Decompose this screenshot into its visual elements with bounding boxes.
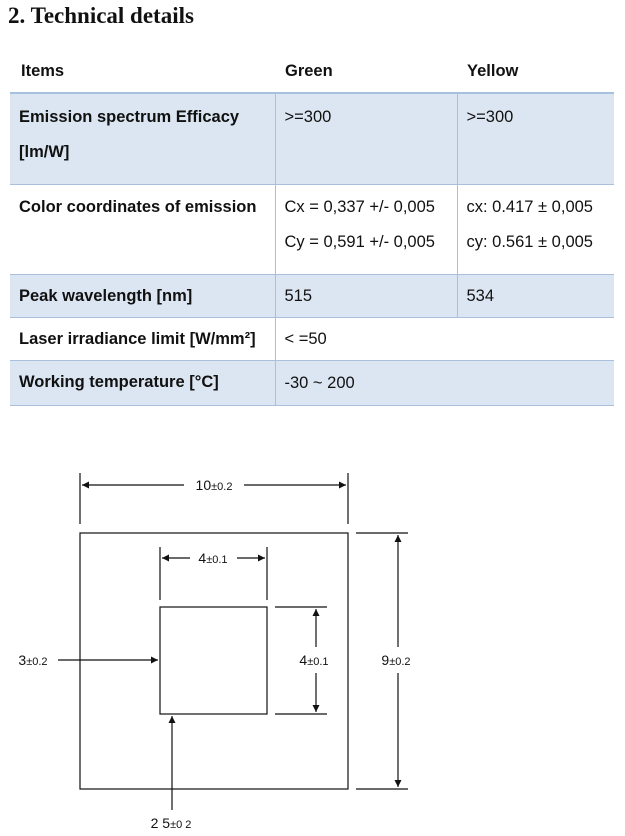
row-item-label: Color coordinates of emission: [10, 184, 275, 275]
row-item-label: Laser irradiance limit [W/mm²]: [10, 317, 275, 361]
yellow-value: cx: 0.417 ± 0,005 cy: 0.561 ± 0,005: [456, 184, 614, 275]
shared-value: -30 ~ 200: [274, 360, 614, 406]
table-row: Working temperature [°C] -30 ~ 200: [10, 360, 614, 406]
left-offset-label: 3±0.2: [18, 652, 47, 668]
inner-height-label: 4±0.1: [299, 652, 328, 668]
yellow-value: >=300: [456, 93, 614, 185]
table-row: Laser irradiance limit [W/mm²] < =50: [10, 317, 614, 361]
item-line: [lm/W]: [19, 143, 70, 161]
table-row: Peak wavelength [nm] 515 534: [10, 274, 614, 318]
item-line: Emission spectrum Efficacy: [19, 108, 240, 126]
yellow-line: cy: 0.561 ± 0,005: [466, 233, 593, 251]
table-header-row: Items Green Yellow: [10, 50, 614, 94]
value-line: < =50: [284, 330, 327, 348]
row-item-label: Working temperature [°C]: [10, 360, 275, 406]
green-value: Cx = 0,337 +/- 0,005 Cy = 0,591 +/- 0,00…: [274, 184, 457, 275]
yellow-line: >=300: [466, 108, 514, 126]
table-row: Emission spectrum Efficacy [lm/W] >=300 …: [10, 93, 614, 185]
inner-width-label: 4±0.1: [198, 550, 227, 566]
row-item-label: Peak wavelength [nm]: [10, 274, 275, 318]
inner-square: [159, 606, 268, 715]
green-line: Cy = 0,591 +/- 0,005: [284, 233, 435, 251]
green-line: 515: [284, 287, 313, 305]
header-items: Items: [10, 50, 275, 94]
outer-square: [79, 532, 349, 790]
green-value: 515: [274, 274, 457, 318]
row-item-label: Emission spectrum Efficacy [lm/W]: [10, 93, 275, 185]
green-line: Cx = 0,337 +/- 0,005: [284, 198, 435, 216]
outer-height-label: 9±0.2: [381, 652, 410, 668]
yellow-value: 534: [456, 274, 614, 318]
outer-width-label: 10±0.2: [196, 477, 233, 493]
yellow-line: cx: 0.417 ± 0,005: [466, 198, 593, 216]
item-line: Working temperature [°C]: [19, 373, 219, 391]
section-heading: 2. Technical details: [8, 3, 194, 28]
value-line: -30 ~ 200: [284, 374, 355, 392]
green-value: >=300: [274, 93, 457, 185]
yellow-line: 534: [466, 287, 495, 305]
header-green: Green: [275, 50, 457, 94]
item-line: Peak wavelength [nm]: [19, 287, 193, 305]
bottom-offset-label: 2 5±0 2: [151, 815, 192, 831]
technical-details-table: Items Green Yellow Emission spectrum Eff…: [10, 50, 614, 406]
item-line: Laser irradiance limit [W/mm²]: [19, 330, 256, 348]
table-row: Color coordinates of emission Cx = 0,337…: [10, 184, 614, 275]
header-yellow: Yellow: [457, 50, 614, 94]
item-line: Color coordinates of emission: [19, 198, 257, 216]
shared-value: < =50: [274, 317, 614, 361]
green-line: >=300: [284, 108, 332, 126]
dimension-drawing: 10±0.2 4±0.1 9±0.2 4±0.1 3±0.2 2 5±0 2: [18, 473, 411, 831]
